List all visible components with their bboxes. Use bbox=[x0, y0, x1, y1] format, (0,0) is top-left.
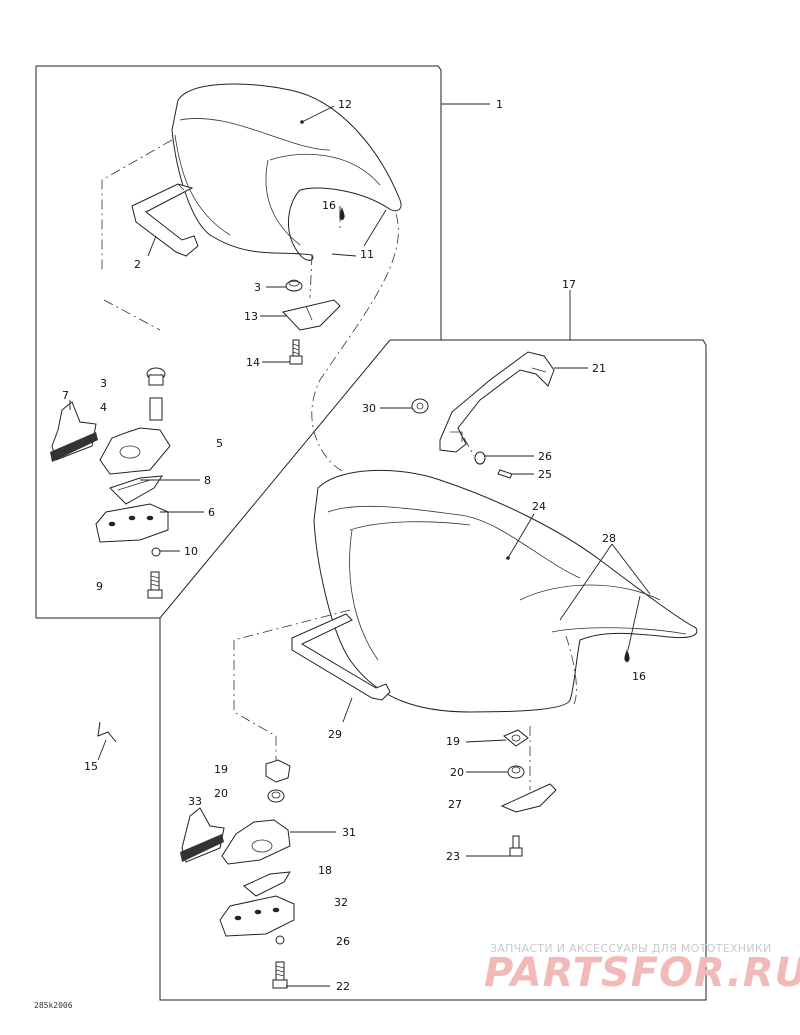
callout-15: 15 bbox=[84, 760, 98, 773]
callout-21: 21 bbox=[592, 362, 606, 375]
callout-19: 19 bbox=[446, 735, 460, 748]
callout-31: 31 bbox=[342, 826, 356, 839]
latch-plate-13 bbox=[282, 299, 341, 331]
washer-26-upper bbox=[474, 451, 486, 465]
callout-29: 29 bbox=[328, 728, 342, 741]
callout-20-alt: 20 bbox=[214, 787, 228, 800]
clip-15 bbox=[97, 721, 117, 743]
watermark-tagline: ЗАПЧАСТИ И АКСЕССУАРЫ ДЛЯ МОТОТЕХНИКИ bbox=[490, 942, 772, 955]
washer-30 bbox=[411, 398, 429, 414]
callout-4: 4 bbox=[100, 401, 107, 414]
diagram-code: 285k2006 bbox=[34, 1001, 73, 1010]
front-seat bbox=[313, 469, 698, 713]
callout-32: 32 bbox=[334, 896, 348, 909]
callout-6: 6 bbox=[208, 506, 215, 519]
callout-2: 2 bbox=[134, 258, 141, 271]
callout-10: 10 bbox=[184, 545, 198, 558]
callout-27: 27 bbox=[448, 798, 462, 811]
phantom-line-rear-latch bbox=[309, 212, 341, 299]
upper-latch-assembly bbox=[50, 367, 171, 599]
sealant-drop-icon bbox=[624, 649, 630, 663]
upper-group-frame bbox=[36, 65, 442, 340]
grab-handle bbox=[439, 351, 555, 453]
callout-30: 30 bbox=[362, 402, 376, 415]
callout-5: 5 bbox=[216, 437, 223, 450]
callout-7: 7 bbox=[62, 389, 69, 402]
callout-3-alt: 3 bbox=[100, 377, 107, 390]
callout-26: 26 bbox=[538, 450, 552, 463]
phantom-line-front-bracket bbox=[233, 609, 351, 760]
callout-25: 25 bbox=[538, 468, 552, 481]
callout-23: 23 bbox=[446, 850, 460, 863]
phantom-line-rear-seat bbox=[101, 139, 173, 270]
callout-14: 14 bbox=[246, 356, 260, 369]
phantom-line-rear-to-front bbox=[311, 213, 399, 473]
phantom-line-rear-bottom bbox=[103, 299, 161, 331]
callout-20: 20 bbox=[450, 766, 464, 779]
lower-group-frame bbox=[159, 339, 707, 1001]
seat-bracket bbox=[131, 183, 199, 257]
leader-lines bbox=[69, 103, 651, 987]
phantom-line-handle bbox=[463, 437, 475, 457]
callout-24: 24 bbox=[532, 500, 546, 513]
watermark-brand-logo: PARTSFOR.RU bbox=[484, 950, 800, 996]
callout-17: 17 bbox=[562, 278, 576, 291]
phantom-line-front-right bbox=[565, 635, 577, 705]
callout-9: 9 bbox=[96, 580, 103, 593]
callout-3: 3 bbox=[254, 281, 261, 294]
callout-28: 28 bbox=[602, 532, 616, 545]
callout-13: 13 bbox=[244, 310, 258, 323]
sealant-drop-icon bbox=[339, 207, 345, 221]
callout-11: 11 bbox=[360, 248, 374, 261]
right-fastener-stack bbox=[500, 729, 557, 857]
bolt-14 bbox=[289, 339, 303, 365]
grommet-3 bbox=[285, 279, 303, 292]
callout-33: 33 bbox=[188, 795, 202, 808]
front-seat-bracket bbox=[291, 613, 391, 701]
callout-26-alt: 26 bbox=[336, 935, 350, 948]
callout-8: 8 bbox=[204, 474, 211, 487]
callout-1: 1 bbox=[496, 98, 503, 111]
screw-25 bbox=[497, 469, 513, 479]
rear-seat bbox=[171, 83, 402, 261]
callout-22: 22 bbox=[336, 980, 350, 993]
lower-latch-assembly bbox=[180, 759, 295, 989]
callout-19-alt: 19 bbox=[214, 763, 228, 776]
callout-16: 16 bbox=[322, 199, 336, 212]
callout-16-alt: 16 bbox=[632, 670, 646, 683]
callout-18: 18 bbox=[318, 864, 332, 877]
callout-12: 12 bbox=[338, 98, 352, 111]
